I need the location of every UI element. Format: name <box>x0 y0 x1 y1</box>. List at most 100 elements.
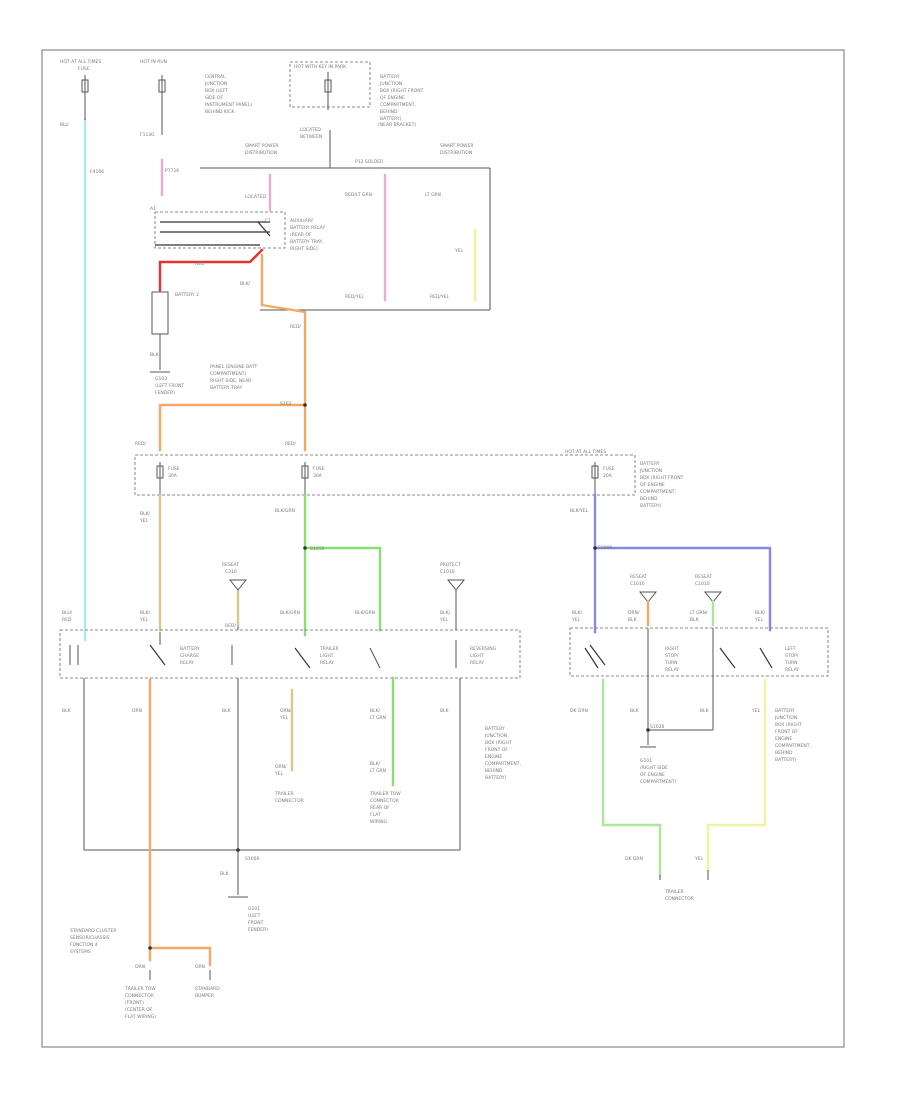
svg-text:BLU/: BLU/ <box>62 610 73 616</box>
svg-text:F1130: F1130 <box>140 132 154 138</box>
svg-text:RESEAT: RESEAT <box>695 574 712 580</box>
svg-text:JUNCTION: JUNCTION <box>639 468 662 474</box>
svg-text:30A: 30A <box>168 473 178 479</box>
left-relay-panel: BLU/ RED BLK/ YEL RED/ BLK/GRN BLK/GRN B… <box>59 610 521 851</box>
wire-orange-main <box>260 253 307 452</box>
svg-text:HOT AT ALL TIMES: HOT AT ALL TIMES <box>60 59 101 65</box>
svg-text:BETWEEN: BETWEEN <box>300 134 322 140</box>
svg-text:CONNECTOR: CONNECTOR <box>125 993 154 999</box>
svg-text:RED: RED <box>62 617 72 623</box>
svg-text:G101: G101 <box>248 906 260 912</box>
svg-text:BOX (RIGHT FRONT: BOX (RIGHT FRONT <box>380 88 424 94</box>
svg-text:TRAILER TOW: TRAILER TOW <box>369 791 401 797</box>
svg-text:ORN/: ORN/ <box>280 708 292 714</box>
svg-text:LOCATED: LOCATED <box>245 194 266 200</box>
svg-text:30A: 30A <box>313 473 323 479</box>
svg-text:BATTERY: BATTERY <box>640 461 660 467</box>
svg-text:JUNCTION: JUNCTION <box>774 715 797 721</box>
wire-pale-yellow-right <box>706 678 767 872</box>
svg-text:BLK/: BLK/ <box>140 610 151 616</box>
svg-text:CONNECTOR: CONNECTOR <box>665 896 694 902</box>
svg-text:YEL: YEL <box>454 248 464 254</box>
svg-text:BATTERY: BATTERY <box>485 726 505 732</box>
svg-text:TRAILER: TRAILER <box>319 646 339 652</box>
svg-text:FRONT OF: FRONT OF <box>775 729 798 735</box>
svg-text:(NEAR BRACKET): (NEAR BRACKET) <box>378 122 416 128</box>
svg-text:STANDARD CLUSTER: STANDARD CLUSTER <box>70 928 116 934</box>
svg-text:YEL: YEL <box>694 856 704 862</box>
svg-text:F4166: F4166 <box>90 169 104 175</box>
svg-text:ORN: ORN <box>132 708 142 714</box>
svg-text:ORN/: ORN/ <box>275 764 287 770</box>
svg-text:BLK: BLK <box>690 617 700 623</box>
svg-text:DK GRN: DK GRN <box>625 856 643 862</box>
svg-text:COMPARTMENT,: COMPARTMENT, <box>485 761 521 767</box>
svg-text:CONNECTOR: CONNECTOR <box>370 798 399 804</box>
svg-text:LT GRN: LT GRN <box>425 192 441 198</box>
svg-text:RELAY: RELAY <box>665 667 679 673</box>
svg-text:C1010: C1010 <box>630 581 645 587</box>
svg-text:OF ENGINE: OF ENGINE <box>640 772 665 778</box>
svg-text:RIGHT SIDE): RIGHT SIDE) <box>290 246 318 252</box>
svg-text:BATTERY RELAY: BATTERY RELAY <box>290 225 325 231</box>
svg-text:S1026: S1026 <box>650 724 664 730</box>
svg-text:RIGHT SIDE, NEAR: RIGHT SIDE, NEAR <box>210 378 251 384</box>
svg-text:BEHIND: BEHIND <box>640 496 658 502</box>
svg-text:SIDE OF: SIDE OF <box>205 95 223 101</box>
svg-text:P7716: P7716 <box>165 168 179 174</box>
svg-text:JUNCTION: JUNCTION <box>204 81 227 87</box>
svg-text:C1010: C1010 <box>440 569 455 575</box>
svg-text:SMART POWER: SMART POWER <box>440 143 473 149</box>
svg-text:RED/: RED/ <box>225 623 236 629</box>
svg-text:DISTRIBUTION: DISTRIBUTION <box>245 150 277 156</box>
svg-text:BLK/: BLK/ <box>755 610 766 616</box>
svg-text:PROTECT: PROTECT <box>440 562 461 568</box>
svg-text:JUNCTION: JUNCTION <box>484 733 507 739</box>
svg-text:YEL: YEL <box>439 617 449 623</box>
bottom-left-labels: STANDARD CLUSTER SENSOR/CHASSIS FUNCTION… <box>70 928 220 1020</box>
svg-text:BEHIND: BEHIND <box>380 109 398 115</box>
svg-text:BLK: BLK <box>628 617 638 623</box>
svg-text:RED: RED <box>195 261 205 267</box>
svg-text:DK GRN: DK GRN <box>570 708 588 714</box>
svg-text:(LEFT FRONT: (LEFT FRONT <box>155 383 184 389</box>
svg-text:YEL: YEL <box>139 518 149 524</box>
svg-text:G103: G103 <box>155 376 167 382</box>
svg-text:BOX (RIGHT: BOX (RIGHT <box>775 722 802 728</box>
svg-text:BLK/: BLK/ <box>370 761 381 767</box>
svg-text:RED/LT GRN: RED/LT GRN <box>345 192 372 198</box>
svg-text:(LEFT: (LEFT <box>248 913 261 919</box>
svg-text:C310: C310 <box>225 569 237 575</box>
svg-text:BLK: BLK <box>700 708 710 714</box>
relay-block-top: LOCATED A1 C1 AUXILIARY BATTERY RELAY (R… <box>150 194 325 252</box>
svg-text:BATTERY: BATTERY <box>775 708 795 714</box>
svg-text:CENTRAL: CENTRAL <box>205 74 226 80</box>
svg-text:BOX (RIGHT: BOX (RIGHT <box>485 740 512 746</box>
svg-text:SENSOR/CHASSIS: SENSOR/CHASSIS <box>70 935 110 941</box>
svg-text:YEL: YEL <box>571 617 581 623</box>
svg-text:CONNECTOR: CONNECTOR <box>275 798 304 804</box>
svg-text:TURN: TURN <box>784 660 798 666</box>
svg-text:ENGINE: ENGINE <box>775 736 792 742</box>
svg-text:STANDARD: STANDARD <box>195 986 220 992</box>
wire-light-green-right <box>601 678 662 877</box>
svg-text:BLK/YEL: BLK/YEL <box>570 508 589 514</box>
svg-text:S102: S102 <box>280 401 292 407</box>
svg-text:OF ENGINE: OF ENGINE <box>380 95 405 101</box>
svg-text:C1010: C1010 <box>695 581 710 587</box>
svg-text:BATTERY: BATTERY <box>380 74 400 80</box>
svg-text:FRONT: FRONT <box>248 920 264 926</box>
svg-text:RELAY: RELAY <box>470 660 484 666</box>
svg-text:FRONT OF: FRONT OF <box>485 747 508 753</box>
svg-text:RELAY: RELAY <box>320 660 334 666</box>
svg-text:BLK/: BLK/ <box>370 708 381 714</box>
top-fuse-area: HOT AT ALL TIMES FUSE HOT IN RUN CENTRAL… <box>60 59 424 128</box>
svg-text:BLK: BLK <box>630 708 640 714</box>
svg-text:STOP/: STOP/ <box>785 653 799 659</box>
svg-text:TRAILER TOW: TRAILER TOW <box>124 986 156 992</box>
svg-text:BATTERY: BATTERY <box>180 646 200 652</box>
svg-text:HOT WITH KEY IN PARK: HOT WITH KEY IN PARK <box>294 64 347 70</box>
svg-text:RED/YEL: RED/YEL <box>345 294 365 300</box>
svg-text:S0006: S0006 <box>598 545 612 551</box>
wire-orange-lower-2 <box>148 946 212 967</box>
